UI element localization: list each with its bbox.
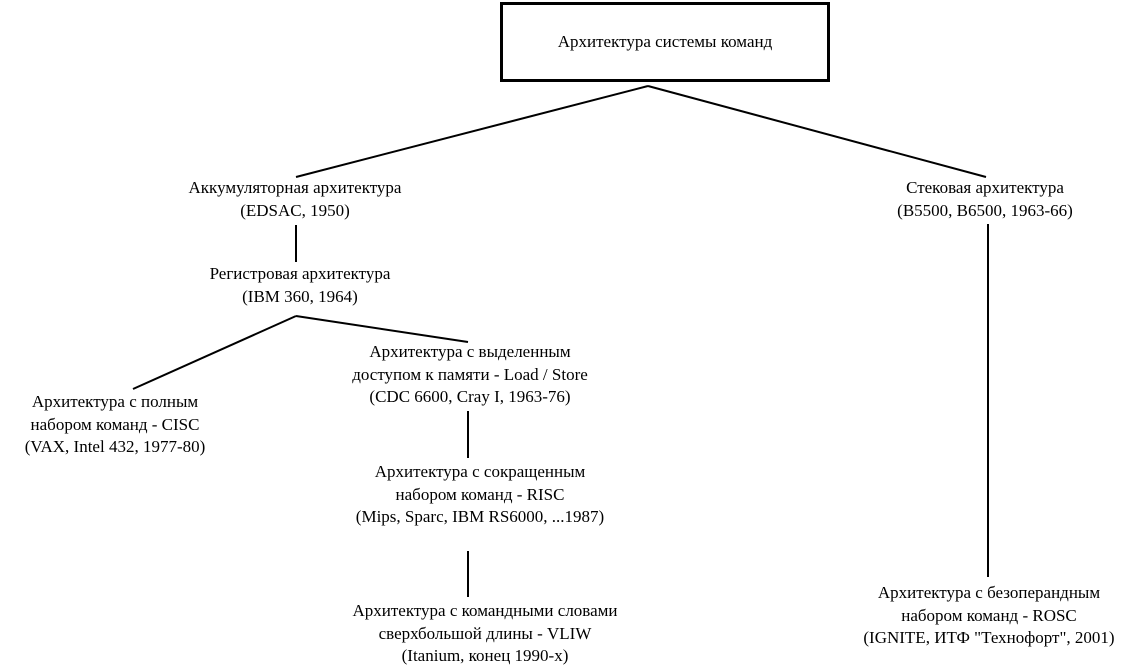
stack-example: (B5500, B6500, 1963-66) bbox=[897, 200, 1073, 220]
risc-example: (Mips, Sparc, IBM RS6000, ...1987) bbox=[355, 507, 605, 526]
cisc-title-line2: набором команд - CISC bbox=[30, 414, 200, 434]
node-stack-architecture: Стековая архитектура (B5500, B6500, 1963… bbox=[835, 177, 1135, 222]
accumulator-title: Аккумуляторная архитектура bbox=[188, 178, 402, 197]
rosc-title-line1: Архитектура с безоперандным bbox=[877, 583, 1101, 602]
edge-register-loadstore bbox=[295, 315, 469, 343]
cisc-title-line1: Архитектура с полным bbox=[31, 392, 199, 411]
node-rosc-architecture: Архитектура с безоперандным набором кома… bbox=[830, 582, 1148, 650]
vliw-title-line2: сверхбольшой длины - VLIW bbox=[378, 623, 592, 643]
load-store-example: (CDC 6600, Cray I, 1963-76) bbox=[369, 387, 571, 406]
cisc-example: (VAX, Intel 432, 1977-80) bbox=[24, 437, 206, 456]
register-title: Регистровая архитектура bbox=[209, 264, 391, 283]
root-label: Архитектура системы команд bbox=[557, 32, 773, 51]
load-store-title-line1: Архитектура с выделенным bbox=[369, 342, 571, 361]
root-node-instruction-set-architecture: Архитектура системы команд bbox=[500, 2, 830, 82]
edge-root-stack bbox=[647, 85, 987, 178]
risc-title-line1: Архитектура с сокращенным bbox=[374, 462, 586, 481]
node-cisc-architecture: Архитектура с полным набором команд - CI… bbox=[0, 391, 230, 459]
vliw-example: (Itanium, конец 1990-х) bbox=[401, 646, 569, 665]
vliw-title-line1: Архитектура с командными словами bbox=[352, 601, 618, 620]
node-risc-architecture: Архитектура с сокращенным набором команд… bbox=[305, 461, 655, 529]
node-load-store-architecture: Архитектура с выделенным доступом к памя… bbox=[300, 341, 640, 409]
node-accumulator-architecture: Аккумуляторная архитектура (EDSAC, 1950) bbox=[145, 177, 445, 222]
load-store-title-line2: доступом к памяти - Load / Store bbox=[352, 364, 588, 384]
rosc-title-line2: набором команд - ROSC bbox=[901, 605, 1077, 625]
risc-title-line2: набором команд - RISC bbox=[395, 484, 565, 504]
register-example: (IBM 360, 1964) bbox=[242, 286, 358, 306]
node-register-architecture: Регистровая архитектура (IBM 360, 1964) bbox=[135, 263, 465, 308]
node-vliw-architecture: Архитектура с командными словами сверхбо… bbox=[300, 600, 670, 668]
accumulator-example: (EDSAC, 1950) bbox=[240, 200, 350, 220]
edge-register-cisc bbox=[132, 315, 297, 390]
stack-title: Стековая архитектура bbox=[906, 178, 1064, 197]
edge-root-accumulator bbox=[295, 85, 649, 178]
rosc-example: (IGNITE, ИТФ "Технофорт", 2001) bbox=[863, 628, 1115, 647]
